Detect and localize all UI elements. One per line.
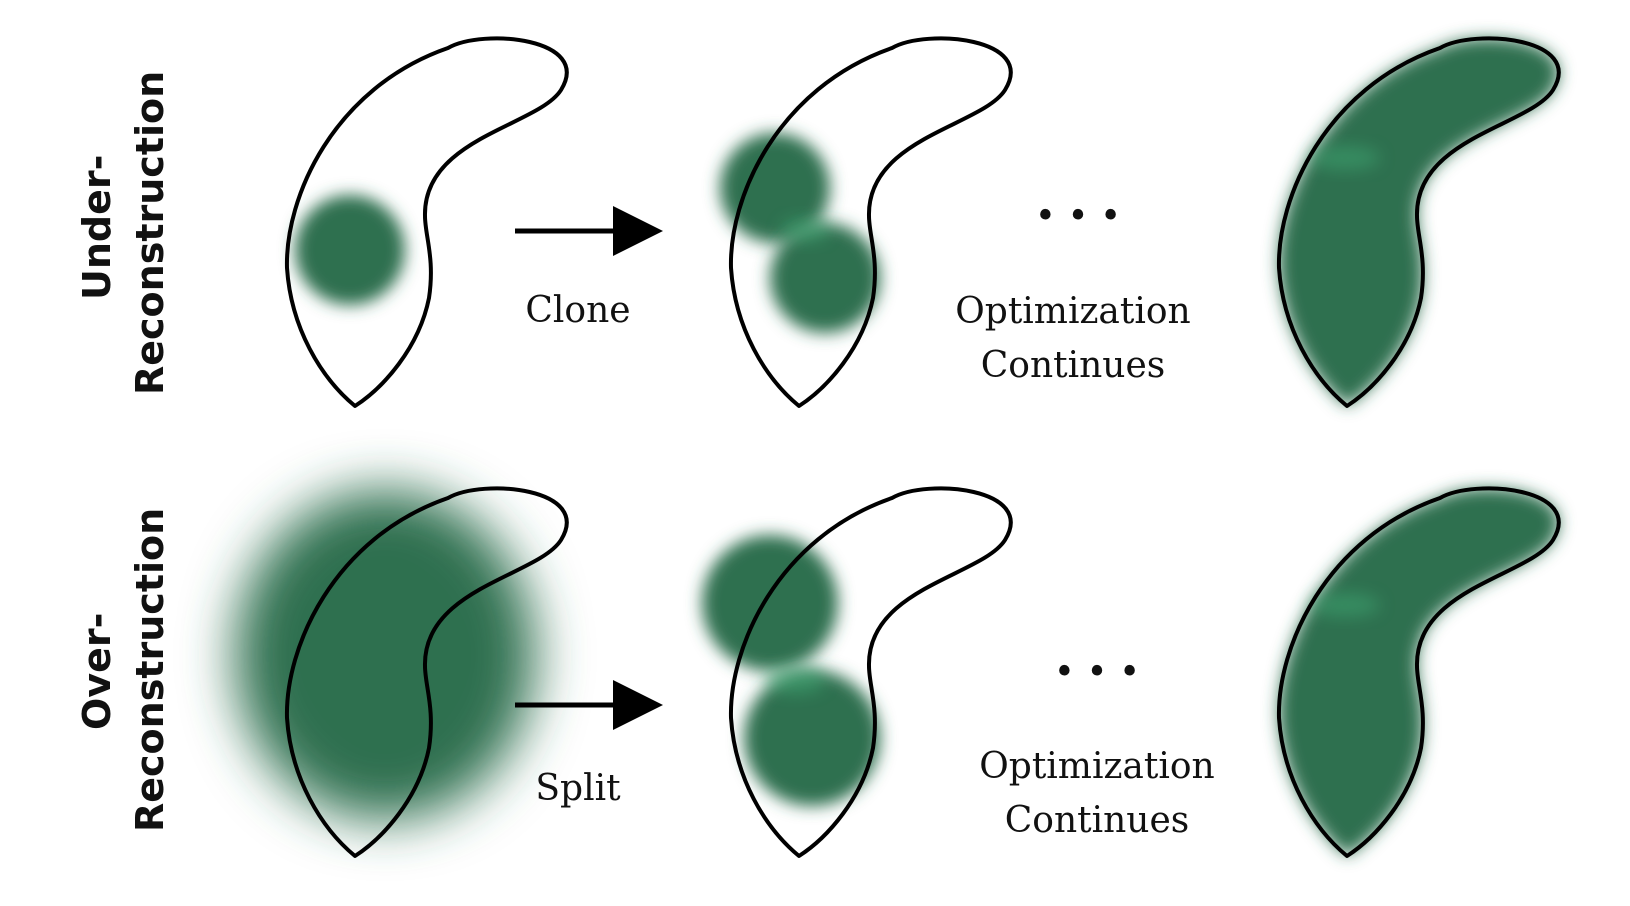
stage-initial-large-gaussian xyxy=(235,486,569,858)
row-label-over-line1: Over- xyxy=(75,613,119,730)
gaussian-overlap-highlight xyxy=(765,666,825,694)
gaussian-overlap-highlight xyxy=(1310,146,1380,170)
continues-label: Continues xyxy=(981,345,1166,386)
row-over-reconstruction: Over- Reconstruction Split • • • Optimiz… xyxy=(75,486,1561,858)
optimization-label: Optimization xyxy=(979,746,1214,787)
row-under-reconstruction: Under- Reconstruction Clone • • • Optimi… xyxy=(75,36,1561,408)
stage-optimized xyxy=(1276,486,1561,858)
split-label: Split xyxy=(535,768,621,809)
stage-split-gaussians xyxy=(702,486,1013,858)
clone-label: Clone xyxy=(525,290,630,331)
stage-cloned-gaussians xyxy=(720,36,1013,408)
optimization-label: Optimization xyxy=(955,291,1190,332)
gaussian-blob xyxy=(720,133,830,243)
gaussian-blob xyxy=(235,490,535,820)
gaussian-blob xyxy=(770,223,880,333)
gaussian-overlap-highlight xyxy=(781,218,829,242)
stage-initial-small-gaussian xyxy=(284,36,569,408)
ellipsis: • • • xyxy=(1035,196,1122,237)
gaussian-blob xyxy=(702,535,838,671)
gaussian-overlap-highlight xyxy=(1310,593,1380,617)
continues-label: Continues xyxy=(1005,800,1190,841)
row-label-over-line2: Reconstruction xyxy=(128,508,172,832)
row-label-under-line2: Reconstruction xyxy=(128,71,172,395)
gaussian-blob xyxy=(295,195,405,305)
row-label-under-line1: Under- xyxy=(75,155,119,300)
gaussian-blob xyxy=(744,670,880,806)
stage-optimized xyxy=(1276,36,1561,408)
ellipsis: • • • xyxy=(1054,652,1141,693)
